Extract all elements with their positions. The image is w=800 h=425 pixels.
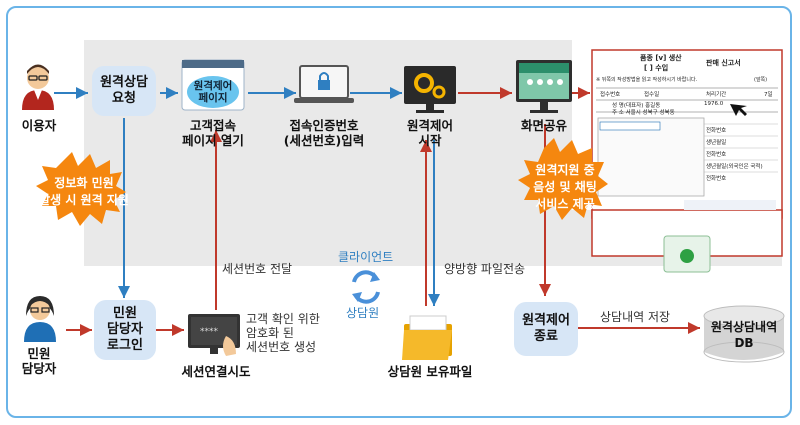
form-field-2: 전화번호: [706, 152, 727, 158]
form-header2: [ ] 수입: [644, 64, 669, 72]
user-avatar-icon: [22, 64, 54, 110]
label-save: 상담내역 저장: [600, 310, 671, 324]
form-col3: 처리기간: [706, 92, 727, 98]
counselor-label: 상담원: [346, 306, 380, 320]
form-row1b: 1976.0: [704, 101, 724, 107]
folder-icon: [402, 315, 452, 360]
user-label: 이용자: [21, 118, 57, 133]
form-note: ※ 뒤쪽의 작성방법을 읽고 작성하시기 바랍니다.: [596, 77, 698, 83]
client-label: 클라이언트: [338, 250, 394, 264]
form-row2: 주 소 서울시 성북구 성북동: [612, 110, 675, 116]
session-monitor-icon: ****: [188, 314, 240, 356]
step-auth-input: 접속인증번호 (세션번호)입력: [283, 118, 365, 148]
form-side: (앞쪽): [754, 77, 768, 83]
agent-login-box: 민원 담당자 로그인: [94, 300, 156, 360]
form-document: [591, 49, 783, 273]
step-agent-file: 상담원 보유파일: [387, 364, 473, 379]
browser-page-icon: [181, 59, 245, 111]
step-remote-start: 원격제어 시작: [406, 118, 453, 148]
form-header1: 품종 [v] 생산: [640, 54, 682, 62]
screen-share-monitor-icon: [516, 60, 572, 113]
form-field-4: 전화번호: [706, 176, 727, 182]
right-burst-shape: [518, 138, 608, 220]
remote-end-box: 원격제어 종료: [514, 302, 578, 356]
label-session-send: 세션번호 전달: [222, 262, 293, 276]
form-col2: 접수일: [644, 92, 660, 98]
agent-avatar-icon: [24, 296, 56, 342]
form-field-1: 생년월일: [706, 140, 727, 146]
step-screen-share: 화면공유: [520, 118, 567, 133]
refresh-icon: [352, 270, 380, 304]
step-open-page: 고객접속 페이지 열기: [182, 118, 244, 148]
label-file-transfer: 양방향 파일전송: [444, 262, 526, 276]
form-col1: 접수번호: [600, 92, 621, 98]
form-field-0: 전화번호: [706, 128, 727, 134]
db-name: 원격상담내역: [710, 320, 778, 334]
right-burst-text: 원격지원 중 음성 및 채팅 서비스 제공: [533, 162, 597, 211]
form-row1: 성 명(대표자) 홍길동: [612, 103, 661, 109]
form-field-3: 생년월일(외국인은 국적): [706, 164, 763, 170]
step-session-try: 세션연결시도: [181, 364, 251, 379]
left-burst: 정보화 민원 발생 시 원격 지원: [36, 162, 132, 222]
left-burst-text: 정보화 민원 발생 시 원격 지원: [39, 176, 129, 207]
form-title: 판매 신고서: [706, 59, 741, 67]
remote-monitor-icon: [404, 66, 456, 113]
svg-text:****: ****: [200, 327, 219, 337]
form-col4: 7일: [764, 92, 773, 98]
right-burst: 원격지원 중 음성 및 채팅 서비스 제공: [518, 152, 612, 222]
label-encrypted: 고객 확인 위한 암호화 된 세션번호 생성: [246, 312, 320, 354]
database-cylinder-icon: [703, 305, 785, 363]
remote-request-box: 원격상담 요청: [92, 66, 156, 116]
browser-page-text: 원격제어 페이지: [193, 80, 233, 104]
agent-label: 민원 담당자: [21, 346, 57, 376]
left-burst-shape: [36, 152, 126, 226]
laptop-lock-icon: [294, 65, 354, 103]
db-label: DB: [734, 336, 754, 350]
